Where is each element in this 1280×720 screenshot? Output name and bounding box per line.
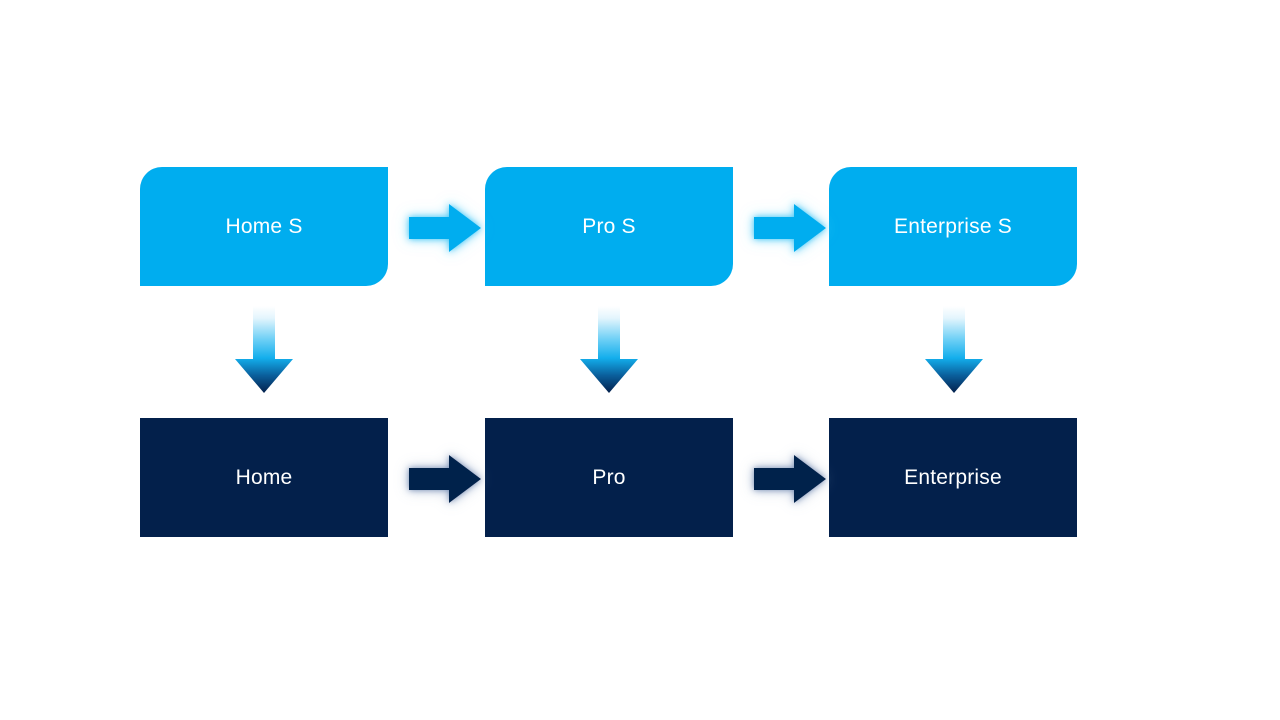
node-pro[interactable]: Pro — [485, 418, 733, 537]
connector-pro-s-to-enterprise-s — [750, 200, 830, 256]
connector-home-to-pro — [405, 451, 485, 507]
connector-enterprise-s-to-enterprise — [918, 304, 990, 396]
node-enterprise-s[interactable]: Enterprise S — [829, 167, 1077, 286]
arrow-down-icon — [925, 306, 983, 393]
node-label: Home S — [225, 214, 303, 238]
arrow-right-icon — [409, 455, 481, 503]
arrow-right-icon — [409, 204, 481, 252]
node-label: Enterprise S — [894, 214, 1012, 238]
arrow-down-icon — [580, 306, 638, 393]
node-enterprise[interactable]: Enterprise — [829, 418, 1077, 537]
node-label: Pro — [592, 465, 626, 489]
node-label: Home — [235, 465, 293, 489]
node-label: Enterprise — [904, 465, 1002, 489]
arrow-down-icon — [235, 306, 293, 393]
arrow-right-icon — [754, 455, 826, 503]
node-home[interactable]: Home — [140, 418, 388, 537]
connector-home-s-to-pro-s — [405, 200, 485, 256]
connector-home-s-to-home — [228, 304, 300, 396]
connector-pro-to-enterprise — [750, 451, 830, 507]
node-label: Pro S — [582, 214, 636, 238]
connector-pro-s-to-pro — [573, 304, 645, 396]
node-home-s[interactable]: Home S — [140, 167, 388, 286]
node-pro-s[interactable]: Pro S — [485, 167, 733, 286]
arrow-right-icon — [754, 204, 826, 252]
